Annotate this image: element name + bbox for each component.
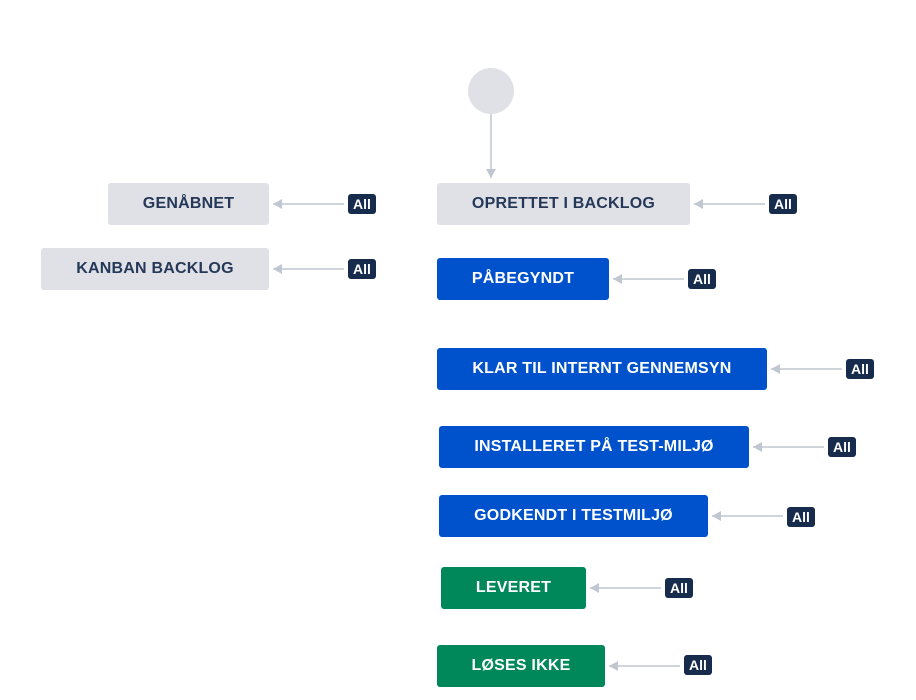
status-installeret-pa-test-miljo[interactable]: INSTALLERET PÅ TEST-MILJØ	[439, 426, 749, 468]
transition-badge-genabnet[interactable]: All	[348, 194, 376, 214]
transition-badge-godkendt-i-testmiljo[interactable]: All	[787, 507, 815, 527]
transition-installeret-pa-test-miljo-arrowhead	[753, 442, 762, 452]
status-godkendt-i-testmiljo[interactable]: GODKENDT I TESTMILJØ	[439, 495, 708, 537]
transition-badge-klar-til-internt-gennemsyn[interactable]: All	[846, 359, 874, 379]
transition-badge-installeret-pa-test-miljo[interactable]: All	[828, 437, 856, 457]
transition-godkendt-i-testmiljo-arrowhead	[712, 511, 721, 521]
initial-transition-arrowhead	[486, 169, 496, 178]
status-genabnet[interactable]: GENÅBNET	[108, 183, 269, 225]
transition-pabegyndt-arrowhead	[613, 274, 622, 284]
status-oprettet-i-backlog[interactable]: OPRETTET I BACKLOG	[437, 183, 690, 225]
status-pabegyndt[interactable]: PÅBEGYNDT	[437, 258, 609, 300]
status-kanban-backlog[interactable]: KANBAN BACKLOG	[41, 248, 269, 290]
transition-badge-loses-ikke[interactable]: All	[684, 655, 712, 675]
transition-kanban-backlog-arrowhead	[273, 264, 282, 274]
transition-oprettet-i-backlog-arrowhead	[694, 199, 703, 209]
start-node[interactable]	[468, 68, 514, 114]
status-leveret[interactable]: LEVERET	[441, 567, 586, 609]
transition-badge-leveret[interactable]: All	[665, 578, 693, 598]
transition-genabnet-arrowhead	[273, 199, 282, 209]
transition-badge-oprettet-i-backlog[interactable]: All	[769, 194, 797, 214]
transition-badge-pabegyndt[interactable]: All	[688, 269, 716, 289]
status-klar-til-internt-gennemsyn[interactable]: KLAR TIL INTERNT GENNEMSYN	[437, 348, 767, 390]
transition-klar-til-internt-gennemsyn-arrowhead	[771, 364, 780, 374]
status-loses-ikke[interactable]: LØSES IKKE	[437, 645, 605, 687]
transition-badge-kanban-backlog[interactable]: All	[348, 259, 376, 279]
transition-loses-ikke-arrowhead	[609, 661, 618, 671]
transition-leveret-arrowhead	[590, 583, 599, 593]
